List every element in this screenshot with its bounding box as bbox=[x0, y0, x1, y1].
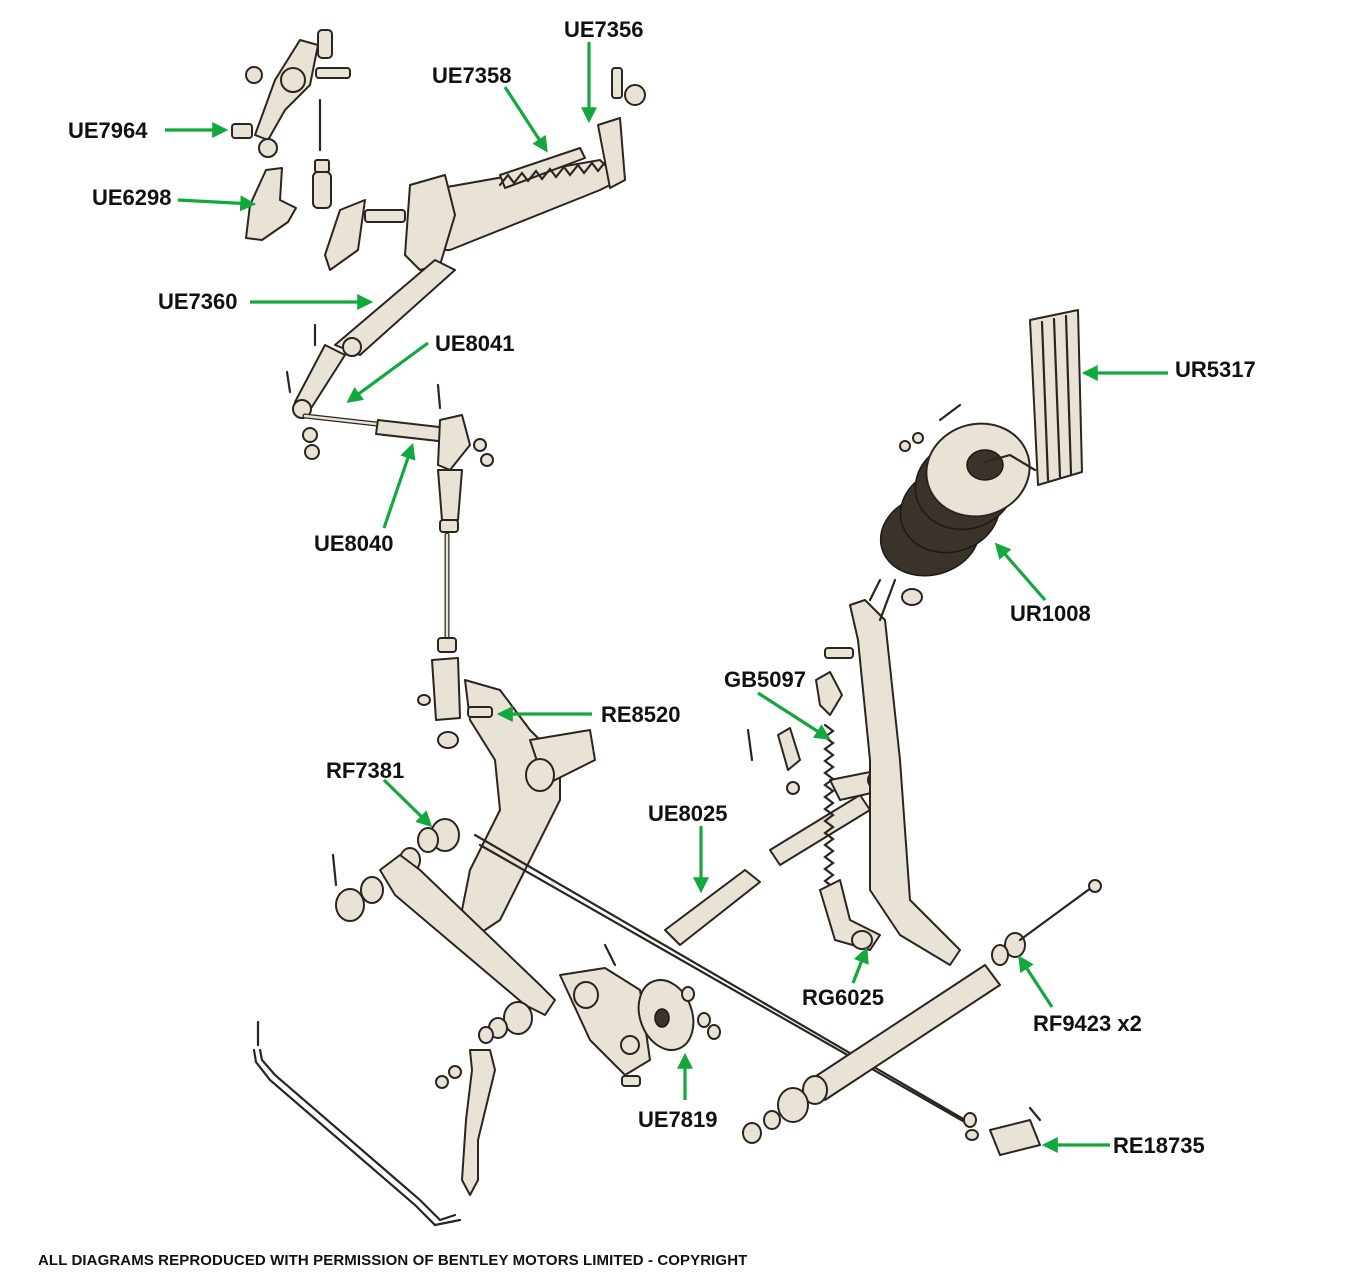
arrow-ue7358 bbox=[503, 86, 548, 153]
pedal-shaft bbox=[742, 879, 1102, 1156]
gaiter-ur1008 bbox=[879, 403, 1031, 577]
label-ue8040: UE8040 bbox=[314, 531, 394, 556]
linkage-drawing bbox=[231, 29, 1102, 1227]
label-ue8025: UE8025 bbox=[648, 801, 728, 826]
arrow-rg6025 bbox=[851, 947, 869, 984]
upper-linkage-bar bbox=[324, 67, 646, 271]
pedal-lever bbox=[819, 578, 961, 966]
arrow-ur1008 bbox=[994, 542, 1047, 602]
arrow-ue6298 bbox=[177, 195, 257, 212]
clevis-gb5097 bbox=[746, 671, 843, 907]
arrow-rf9423 bbox=[1018, 955, 1054, 1008]
arrow-ue8040 bbox=[382, 442, 416, 529]
label-ue7360: UE7360 bbox=[158, 289, 238, 314]
rod-ue8041 bbox=[302, 383, 494, 471]
link-ue7360 bbox=[285, 259, 456, 419]
copyright-footer: ALL DIAGRAMS REPRODUCED WITH PERMISSION … bbox=[38, 1252, 748, 1269]
arrow-rf7381 bbox=[382, 778, 433, 828]
part-labels: UE7964 UE6298 UE7358 UE7356 UE7360 UE804… bbox=[68, 17, 1256, 1158]
label-rf7381: RF7381 bbox=[326, 758, 404, 783]
label-ue7358: UE7358 bbox=[432, 63, 512, 88]
label-rg6025: RG6025 bbox=[802, 985, 884, 1010]
arrow-ue8041 bbox=[346, 341, 429, 403]
label-ue8041: UE8041 bbox=[435, 331, 515, 356]
plate-ue7819 bbox=[559, 943, 721, 1087]
long-lower-rods bbox=[252, 833, 979, 1227]
label-ue7964: UE7964 bbox=[68, 118, 148, 143]
central-bellcrank bbox=[459, 679, 596, 941]
arrow-gb5097 bbox=[757, 691, 831, 740]
callout-arrows bbox=[165, 42, 1168, 1153]
label-ue7356: UE7356 bbox=[564, 17, 644, 42]
label-re8520: RE8520 bbox=[601, 702, 681, 727]
upper-bellcrank-assembly bbox=[231, 29, 351, 241]
label-gb5097: GB5097 bbox=[724, 667, 806, 692]
lower-link-assembly bbox=[331, 818, 556, 1196]
label-rf9423: RF9423 x2 bbox=[1033, 1011, 1142, 1036]
spring-ue7358 bbox=[498, 159, 608, 187]
label-ur1008: UR1008 bbox=[1010, 601, 1091, 626]
vertical-adjusting-rod bbox=[417, 469, 463, 749]
label-ur5317: UR5317 bbox=[1175, 357, 1256, 382]
label-re18735: RE18735 bbox=[1113, 1133, 1205, 1158]
label-ue7819: UE7819 bbox=[638, 1107, 718, 1132]
cross-shaft-ue8025 bbox=[664, 769, 889, 946]
label-ue6298: UE6298 bbox=[92, 185, 172, 210]
pedal-pad-ur5317 bbox=[983, 309, 1083, 486]
